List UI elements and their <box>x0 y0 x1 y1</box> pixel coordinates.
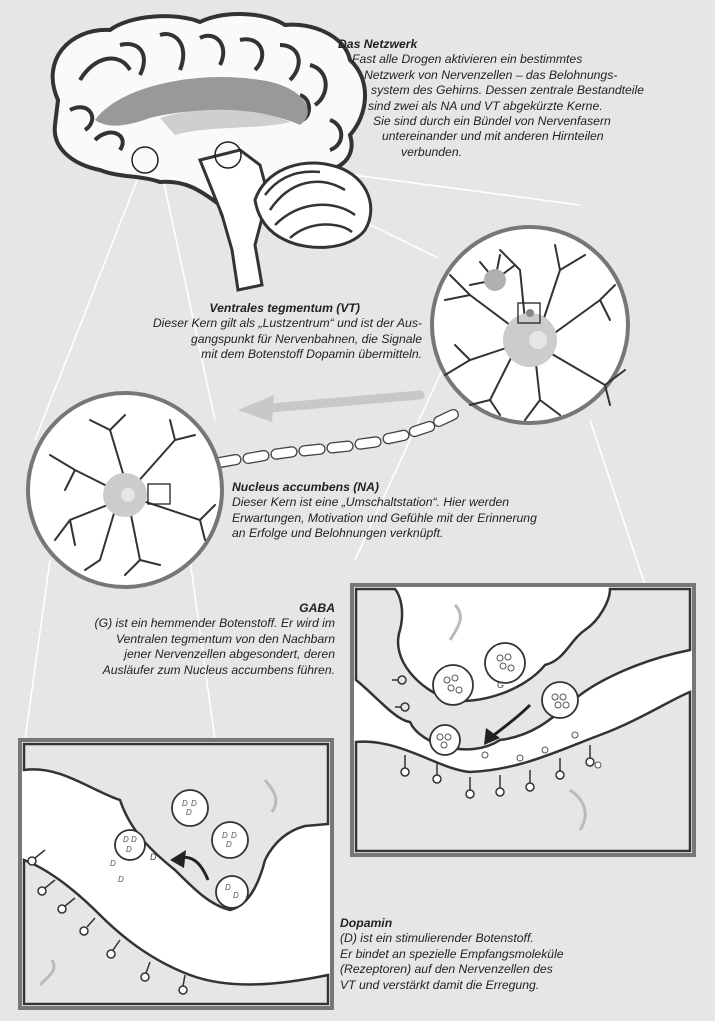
arrowhead <box>238 395 274 422</box>
dopamin-line: Er bindet an spezielle Empfangsmoleküle <box>340 947 564 962</box>
svg-text:D: D <box>222 831 228 840</box>
svg-text:D: D <box>118 875 124 884</box>
gaba-text-block: GABA (G) ist ein hemmender Botenstoff. E… <box>30 601 335 678</box>
vt-neuron-circle <box>432 227 628 423</box>
dopamin-line: VT und verstärkt damit die Erregung. <box>340 978 564 993</box>
netzwerk-line: sind zwei als NA und VT abgekürzte Kerne… <box>368 99 644 114</box>
nerve-fiber-bundle <box>214 408 460 468</box>
netzwerk-line: Netzwerk von Nervenzellen – das Belohnun… <box>364 68 644 83</box>
vt-line: Dieser Kern gilt als „Lustzentrum“ und i… <box>20 316 422 331</box>
gaba-title: GABA <box>30 601 335 616</box>
na-line: an Erfolge und Belohnungen verknüpft. <box>232 526 537 541</box>
svg-text:D: D <box>182 799 188 808</box>
netzwerk-line: untereinander und mit anderen Hirnteilen <box>382 129 644 144</box>
na-text-block: Nucleus accumbens (NA) Dieser Kern ist e… <box>232 480 537 542</box>
na-neuron-circle <box>28 393 222 587</box>
gaba-line: Ventralen tegmentum von den Nachbarn <box>30 632 335 647</box>
svg-text:D: D <box>123 835 129 844</box>
dopamin-line: (D) ist ein stimulierender Botenstoff. <box>340 931 564 946</box>
dopamin-text-block: Dopamin (D) ist ein stimulierender Boten… <box>340 916 564 993</box>
gaba-line: Ausläufer zum Nucleus accumbens führen. <box>30 663 335 678</box>
signal-direction-arrow <box>270 395 420 408</box>
na-line: Erwartungen, Motivation und Gefühle mit … <box>232 511 537 526</box>
svg-text:D: D <box>225 883 231 892</box>
svg-text:D: D <box>231 831 237 840</box>
gaba-line: (G) ist ein hemmender Botenstoff. Er wir… <box>30 616 335 631</box>
na-line: Dieser Kern ist eine „Umschaltstation“. … <box>232 495 537 510</box>
svg-text:D: D <box>110 859 116 868</box>
vt-text-block: Ventrales tegmentum (VT) Dieser Kern gil… <box>20 301 422 363</box>
dopamin-title: Dopamin <box>340 916 564 931</box>
svg-text:D: D <box>126 845 132 854</box>
brain-illustration <box>53 14 371 290</box>
dopamin-line: (Rezeptoren) auf den Nervenzellen des <box>340 962 564 977</box>
dopamine-synapse-box <box>352 585 694 855</box>
vt-line: gangspunkt für Nervenbahnen, die Signale <box>20 332 422 347</box>
svg-text:D: D <box>186 808 192 817</box>
netzwerk-title: Das Netzwerk <box>338 37 644 52</box>
netzwerk-line: Fast alle Drogen aktivieren ein bestimmt… <box>352 52 644 67</box>
svg-text:D: D <box>233 891 239 900</box>
gaba-synapse-box: DDD DDD DD DDD DD <box>20 740 332 1008</box>
svg-text:D: D <box>226 840 232 849</box>
vt-line: mit dem Botenstoff Dopamin übermitteln. <box>20 347 422 362</box>
vt-title: Ventrales tegmentum (VT) <box>20 301 360 316</box>
na-title: Nucleus accumbens (NA) <box>232 480 537 495</box>
gaba-line: jener Nervenzellen abgesondert, deren <box>30 647 335 662</box>
gaba-molecule-marker: G <box>497 680 504 690</box>
netzwerk-text-block: Das Netzwerk Fast alle Drogen aktivieren… <box>338 37 644 160</box>
dopamine-molecule-marker: D <box>150 852 157 862</box>
netzwerk-line: Sie sind durch ein Bündel von Nervenfase… <box>373 114 644 129</box>
netzwerk-line: verbunden. <box>401 145 644 160</box>
svg-text:D: D <box>131 835 137 844</box>
svg-text:D: D <box>191 799 197 808</box>
netzwerk-line: system des Gehirns. Dessen zentrale Best… <box>371 83 644 98</box>
